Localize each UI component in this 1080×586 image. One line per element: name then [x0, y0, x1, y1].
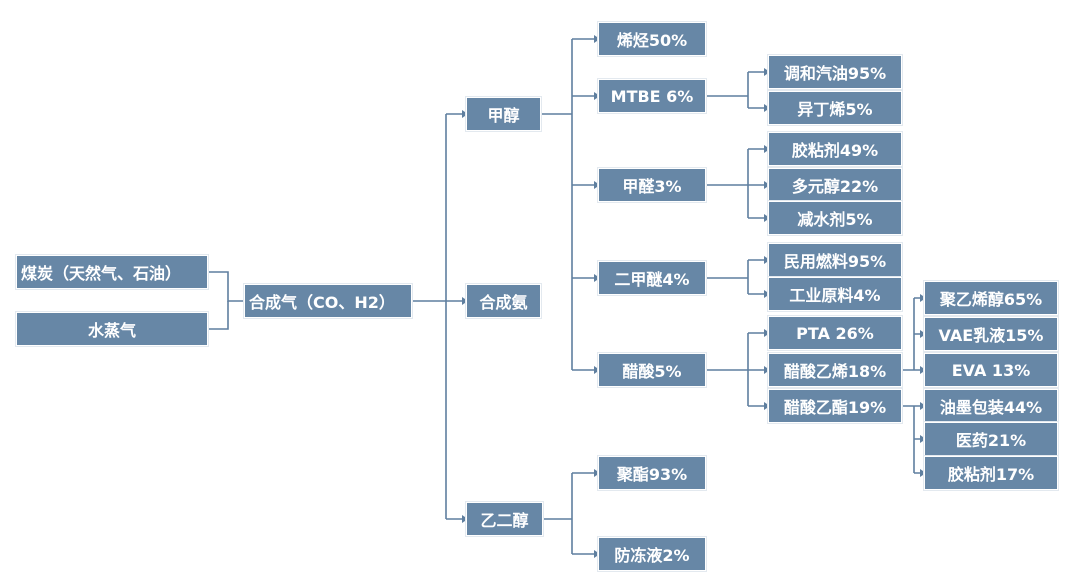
arrowhead — [764, 402, 770, 410]
arrowhead — [920, 469, 926, 477]
arrowhead — [764, 214, 770, 222]
connector-steam-syngas — [208, 301, 229, 330]
arrowhead — [764, 181, 770, 189]
connector-vinyl-acetate-derivatives — [902, 297, 920, 371]
arrowhead — [594, 469, 600, 477]
arrowhead — [920, 402, 926, 410]
arrowhead — [920, 294, 926, 302]
node-ink-packaging: 油墨包装44% — [924, 389, 1058, 423]
arrowhead — [594, 550, 600, 558]
connector-glycol-derivatives — [543, 472, 594, 555]
node-methanol: 甲醇 — [466, 97, 541, 131]
node-dme: 二甲醚4% — [598, 261, 706, 295]
node-blended-gasoline: 调和汽油95% — [768, 55, 902, 89]
arrowhead — [920, 330, 926, 338]
arrowhead — [764, 145, 770, 153]
arrowhead — [764, 68, 770, 76]
arrowhead — [594, 366, 600, 374]
node-steam: 水蒸气 — [16, 312, 208, 346]
node-syngas: 合成气（CO、H2） — [244, 284, 412, 318]
arrowhead — [462, 297, 468, 305]
connector-formaldehyde-derivatives — [706, 148, 764, 219]
node-vae: VAE乳液15% — [924, 317, 1058, 351]
node-polyester: 聚酯93% — [598, 456, 706, 490]
arrowhead — [594, 35, 600, 43]
node-civil-fuel: 民用燃料95% — [768, 243, 902, 277]
node-formaldehyde: 甲醛3% — [598, 168, 706, 202]
node-mtbe: MTBE 6% — [598, 79, 706, 113]
connector-methanol-derivatives — [541, 38, 594, 371]
node-ammonia: 合成氨 — [466, 284, 541, 318]
node-vinyl-acetate: 醋酸乙烯18% — [768, 353, 902, 387]
arrowhead — [594, 92, 600, 100]
arrowhead — [764, 366, 770, 374]
node-polyol: 多元醇22% — [768, 168, 902, 202]
node-isobutylene: 异丁烯5% — [768, 91, 902, 125]
arrowhead — [594, 274, 600, 282]
node-industrial-feedstock: 工业原料4% — [768, 277, 902, 311]
connector-syngas-branches — [412, 113, 462, 520]
node-ethyl-acetate: 醋酸乙酯19% — [768, 389, 902, 423]
node-pva: 聚乙烯醇65% — [924, 281, 1058, 315]
node-adhesive: 胶粘剂49% — [768, 132, 902, 166]
arrowhead — [764, 256, 770, 264]
node-eva: EVA 13% — [924, 353, 1058, 387]
node-adhesive-2: 胶粘剂17% — [924, 456, 1058, 490]
connector-coal-syngas — [208, 271, 246, 302]
arrowhead — [920, 435, 926, 443]
arrowhead — [920, 366, 926, 374]
node-antifreeze: 防冻液2% — [598, 537, 706, 571]
node-acetic-acid: 醋酸5% — [598, 353, 706, 387]
node-olefins: 烯烃50% — [598, 22, 706, 56]
connector-mtbe-derivatives — [706, 71, 764, 109]
arrowhead — [462, 515, 468, 523]
node-water-reducer: 减水剂5% — [768, 201, 902, 235]
node-coal: 煤炭（天然气、石油） — [16, 255, 208, 289]
node-medicine: 医药21% — [924, 422, 1058, 456]
node-glycol: 乙二醇 — [466, 502, 543, 536]
node-pta: PTA 26% — [768, 316, 902, 350]
arrowhead — [594, 181, 600, 189]
arrowhead — [462, 110, 468, 118]
connector-dme-derivatives — [706, 259, 764, 295]
connector-acetic-derivatives — [706, 332, 764, 407]
connector-ethyl-acetate-derivatives — [902, 405, 920, 474]
arrowhead — [764, 290, 770, 298]
arrowhead — [764, 104, 770, 112]
arrowhead — [764, 329, 770, 337]
